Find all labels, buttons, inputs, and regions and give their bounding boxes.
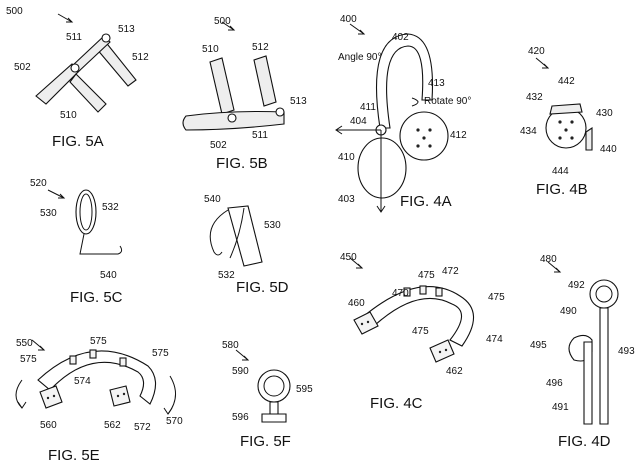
caption-fig-4a: FIG. 4A xyxy=(400,193,452,210)
ref-540: 540 xyxy=(100,270,117,281)
caption-fig-5c: FIG. 5C xyxy=(70,289,123,306)
ref-513: 513 xyxy=(290,96,307,107)
ref-512: 512 xyxy=(252,42,269,53)
ref-444: 444 xyxy=(552,166,569,177)
ref-480: 480 xyxy=(540,254,557,265)
fig-5a: 500 511 513 502 512 510 FIG. 5A xyxy=(6,6,149,150)
angle-annotation: Angle 90° xyxy=(338,52,381,63)
ref-496: 496 xyxy=(546,378,563,389)
ref-462: 462 xyxy=(446,366,463,377)
ref-596: 596 xyxy=(232,412,249,423)
ref-404: 404 xyxy=(350,116,367,127)
caption-fig-5e: FIG. 5E xyxy=(48,447,100,464)
ref-590: 590 xyxy=(232,366,249,377)
ref-562: 562 xyxy=(104,420,121,431)
ref-511: 511 xyxy=(66,32,82,43)
ref-530: 530 xyxy=(264,220,281,231)
ref-575: 575 xyxy=(152,348,169,359)
ref-540: 540 xyxy=(204,194,221,205)
ref-432: 432 xyxy=(526,92,543,103)
fig-4d: 480 492 490 495 493 496 491 FIG. 4D xyxy=(530,254,635,450)
fig-5c: 520 530 532 540 FIG. 5C xyxy=(30,178,123,306)
ref-512: 512 xyxy=(132,52,149,63)
caption-fig-5f: FIG. 5F xyxy=(240,433,291,450)
fig-5e: 550 575 575 575 574 560 562 572 570 FIG.… xyxy=(15,336,183,464)
ref-511: 511 xyxy=(252,130,268,141)
ref-412: 412 xyxy=(450,130,467,141)
ref-460: 460 xyxy=(348,298,365,309)
fig-4b: 420 442 432 430 434 440 444 FIG. 4B xyxy=(520,46,617,198)
caption-fig-4c: FIG. 4C xyxy=(370,395,423,412)
ref-442: 442 xyxy=(558,76,575,87)
ref-490: 490 xyxy=(560,306,577,317)
ref-532: 532 xyxy=(218,270,235,281)
ref-570: 570 xyxy=(166,416,183,427)
ref-500: 500 xyxy=(214,16,231,27)
ref-472: 472 xyxy=(442,266,459,277)
ref-502: 502 xyxy=(210,140,227,151)
ref-402: 402 xyxy=(392,32,409,43)
fig-4c: 450 475 472 470 460 475 475 474 462 FIG.… xyxy=(340,252,505,412)
ref-560: 560 xyxy=(40,420,57,431)
rotate-annotation: Rotate 90° xyxy=(424,96,471,107)
ref-492: 492 xyxy=(568,280,585,291)
ref-475: 475 xyxy=(488,292,505,303)
ref-532: 532 xyxy=(102,202,119,213)
ref-493: 493 xyxy=(618,346,635,357)
ref-510: 510 xyxy=(60,110,77,121)
ref-510: 510 xyxy=(202,44,219,55)
ref-411: 411 xyxy=(360,102,376,113)
ref-400: 400 xyxy=(340,14,357,25)
ref-491: 491 xyxy=(552,402,569,413)
ref-575: 575 xyxy=(90,336,107,347)
ref-595: 595 xyxy=(296,384,313,395)
ref-413: 413 xyxy=(428,78,445,89)
ref-495: 495 xyxy=(530,340,547,351)
ref-420: 420 xyxy=(528,46,545,57)
caption-fig-5a: FIG. 5A xyxy=(52,133,104,150)
ref-475: 475 xyxy=(412,326,429,337)
fig-5b: 500 510 512 513 502 511 FIG. 5B xyxy=(182,16,307,172)
ref-574: 574 xyxy=(74,376,91,387)
fig-4a: Angle 90° Rotate 90° 400 402 404 411 413… xyxy=(335,14,471,213)
fig-5d: 540 530 532 FIG. 5D xyxy=(204,194,289,296)
ref-500: 500 xyxy=(6,6,23,17)
caption-fig-5b: FIG. 5B xyxy=(216,155,268,172)
ref-470: 470 xyxy=(392,288,409,299)
ref-475: 475 xyxy=(418,270,435,281)
ref-430: 430 xyxy=(596,108,613,119)
caption-fig-4b: FIG. 4B xyxy=(536,181,588,198)
fig-5f: 580 590 595 596 FIG. 5F xyxy=(222,340,313,450)
ref-513: 513 xyxy=(118,24,135,35)
ref-474: 474 xyxy=(486,334,503,345)
caption-fig-5d: FIG. 5D xyxy=(236,279,289,296)
caption-fig-4d: FIG. 4D xyxy=(558,433,611,450)
ref-575: 575 xyxy=(20,354,37,365)
ref-403: 403 xyxy=(338,194,355,205)
ref-550: 550 xyxy=(16,338,33,349)
ref-410: 410 xyxy=(338,152,355,163)
ref-530: 530 xyxy=(40,208,57,219)
ref-434: 434 xyxy=(520,126,537,137)
ref-502: 502 xyxy=(14,62,31,73)
ref-580: 580 xyxy=(222,340,239,351)
ref-572: 572 xyxy=(134,422,151,433)
ref-450: 450 xyxy=(340,252,357,263)
ref-520: 520 xyxy=(30,178,47,189)
ref-440: 440 xyxy=(600,144,617,155)
